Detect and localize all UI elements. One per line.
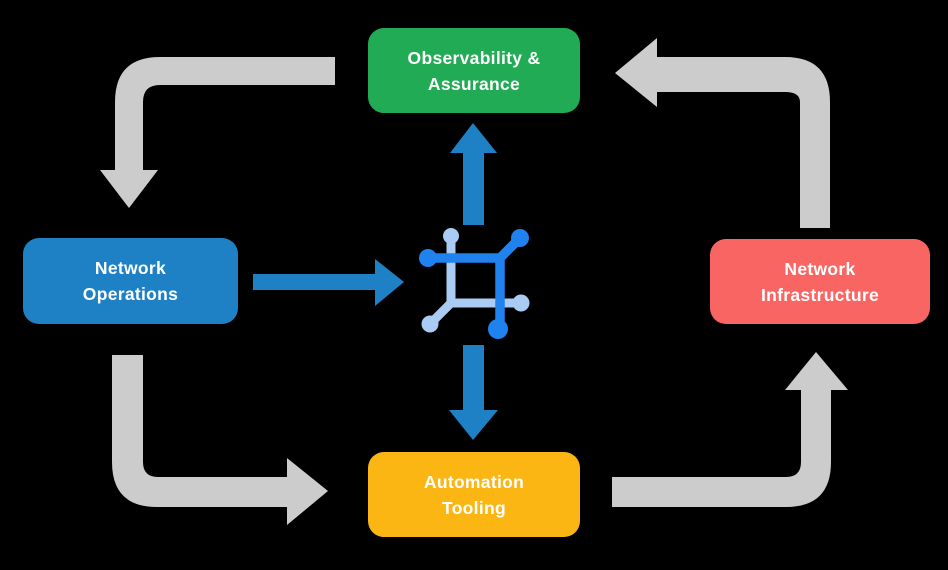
network-mesh-icon-dark-node-left (419, 249, 437, 267)
node-observability-assurance: Observability & Assurance (368, 28, 580, 113)
node-label-line: Tooling (442, 497, 506, 518)
arrow-icon-to-automation (449, 345, 498, 440)
arrow-automation-to-infrastructure (612, 352, 848, 507)
node-label-line: Network (94, 258, 167, 278)
network-mesh-icon-light-node-bottom-left (421, 315, 439, 333)
node-label-line: Infrastructure (761, 284, 879, 305)
arrow-operations-to-automation (112, 355, 328, 525)
network-mesh-icon-dark-node-top-right (511, 229, 529, 247)
node-automation-tooling: Automation Tooling (368, 452, 580, 537)
node-network-operations: Network Operations (23, 238, 238, 324)
arrow-icon-to-observability (450, 123, 497, 225)
arrow-observability-to-operations (100, 57, 335, 208)
node-label-line: Operations (82, 284, 179, 304)
network-mesh-icon (419, 228, 530, 339)
node-network-infrastructure: Network Infrastructure (710, 239, 930, 324)
arrow-operations-to-icon (253, 259, 404, 306)
node-label-line: Assurance (427, 73, 521, 94)
node-label-line: Observability & (407, 47, 541, 68)
network-mesh-icon-light-node-right (512, 294, 530, 312)
node-label-line: Automation (423, 471, 525, 492)
network-mesh-icon-dark-node-bottom (488, 319, 508, 339)
node-label-line: Network (784, 258, 856, 279)
arrow-infrastructure-to-observability (615, 38, 830, 228)
network-mesh-icon-light-node-top (443, 228, 459, 244)
